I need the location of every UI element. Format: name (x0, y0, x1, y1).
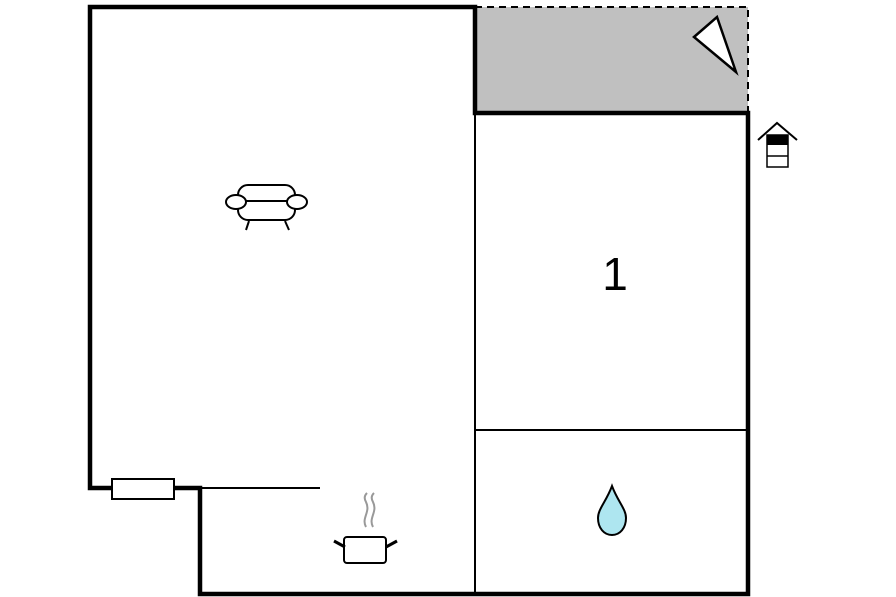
house-entrance-icon (757, 121, 798, 168)
cooking-pot-icon (333, 492, 398, 564)
interior-walls (200, 113, 748, 594)
sofa-icon (225, 184, 308, 231)
water-drop-icon (596, 483, 628, 537)
radiator-icon (111, 478, 175, 500)
terrace (475, 6, 749, 113)
terrace-dashed-border (475, 6, 749, 113)
sun-lounger-icon (692, 14, 739, 76)
bedroom-number-label: 1 (602, 248, 628, 300)
terrace-area (475, 7, 748, 113)
